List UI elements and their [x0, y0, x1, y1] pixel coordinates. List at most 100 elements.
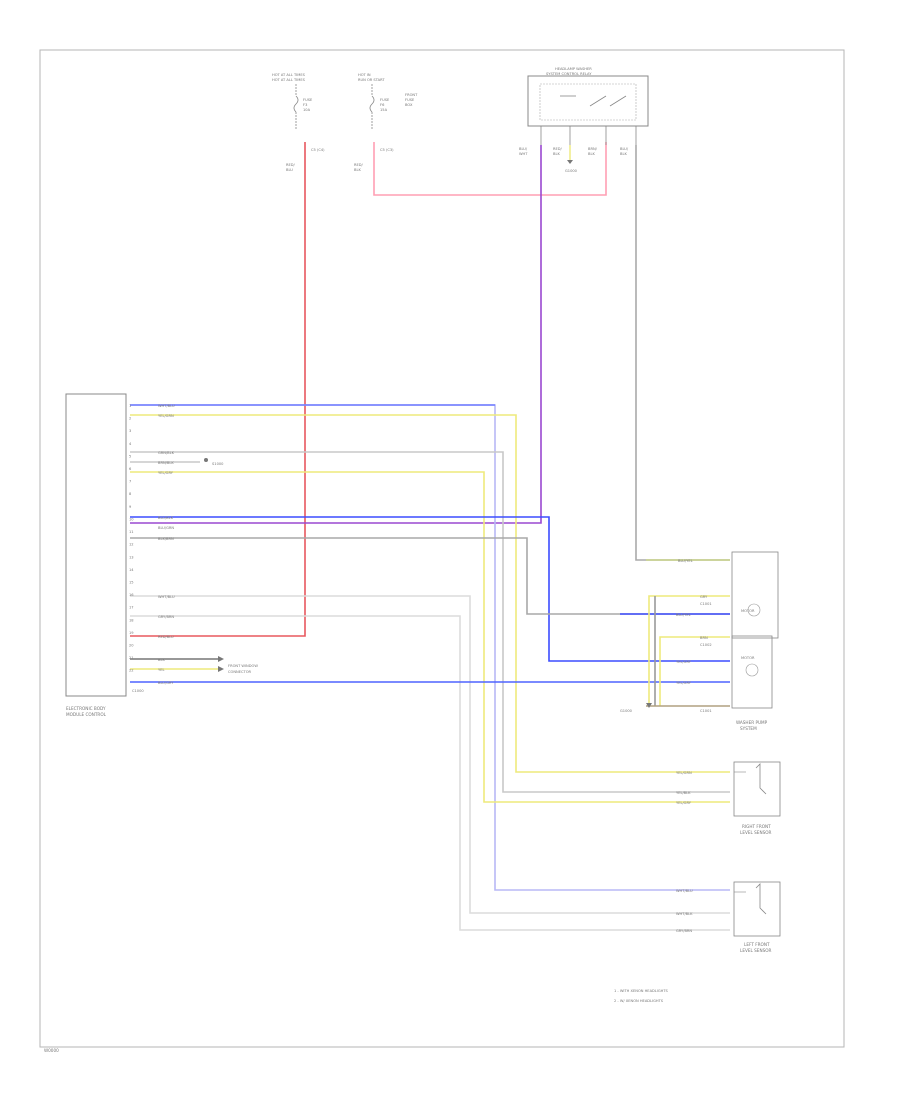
mod-wire-11: RED/BLU: [158, 635, 174, 639]
module-pin-number: 18: [129, 618, 134, 622]
washer-wire-1: BLU/YEL: [678, 559, 693, 563]
mod-wire-6: BLU/BLK: [158, 516, 174, 520]
washer-conn-2: C1002: [700, 643, 712, 647]
mod-wire-8: BLK/BRN: [158, 537, 174, 541]
conn-left: C5 (C4): [311, 148, 325, 152]
fuse-left-name: FUSE: [303, 98, 313, 102]
wire-yel-gry: [130, 471, 730, 803]
wire-red-blu: [130, 142, 306, 637]
relay-wire-1a: BLU/: [519, 147, 528, 151]
fuse-left-amp: 10A: [303, 108, 311, 112]
relay-ground: G1000: [565, 169, 578, 173]
module-name-2: MODULE CONTROL: [66, 712, 107, 717]
ls-wire-2: WHT/BLK: [676, 912, 693, 916]
module-pin-number: 13: [129, 555, 134, 559]
module-pin-number: 12: [129, 543, 134, 547]
hot-right-line2: RUN OR START: [358, 78, 385, 82]
wire-wht-blu-2: [130, 595, 730, 914]
mod-wire-9: WHT/BLU: [158, 595, 175, 599]
mod-wire-1: WHT/BLU: [158, 404, 175, 408]
module-pin-number: 20: [129, 644, 134, 648]
washer-wire-3: BLU/YEL: [676, 613, 691, 617]
module-bottom-conn: C1000: [132, 689, 144, 693]
rs-wire-3: YEL/GRY: [676, 801, 692, 805]
wire-right-color1: RED/: [354, 163, 364, 167]
fuse-right-amp: 15A: [380, 108, 388, 112]
relay-wire-4a: BLU/: [620, 147, 629, 151]
module-pin-number: 4: [129, 442, 132, 446]
washer-wire-yellow-2: [659, 636, 730, 706]
wire-left-color1: RED/: [286, 163, 296, 167]
rs-wire-1: YEL/GRN: [676, 771, 692, 775]
washer-motor-2: MOTOR: [741, 656, 755, 660]
splice-label: S1000: [212, 462, 224, 466]
washer-wire-6: YEL/GRY: [676, 681, 692, 685]
wire-blu-blk-relay: [635, 145, 730, 561]
relay-wire-3a: BRN/: [588, 147, 598, 151]
relay-title-2: SYSTEM CONTROL RELAY: [546, 72, 592, 76]
module-pin-number: 22: [129, 669, 134, 673]
wire-blk-brn: [130, 537, 730, 615]
fuse-box-line3: BOX: [405, 103, 413, 107]
footer-code: W0000: [44, 1048, 59, 1053]
splice-dot: [204, 458, 208, 462]
washer-wire-5: YEL/GRY: [676, 660, 692, 664]
relay-wire-3b: BLK: [588, 152, 595, 156]
fuse-box-line1: FRONT: [405, 93, 418, 97]
mod-wire-5: YEL/GRY: [158, 471, 174, 475]
relay-wire-2a: RED/: [553, 147, 563, 151]
washer-ground: G1000: [620, 709, 633, 713]
wire-gry-brn: [130, 615, 730, 931]
washer-title-1: WASHER PUMP: [736, 720, 768, 725]
wire-blu-blk: [130, 516, 730, 662]
module-pin-number: 7: [129, 480, 131, 484]
headlamp-washer-relay: HEADLAMP WASHER SYSTEM CONTROL RELAY BLU…: [519, 67, 649, 173]
module-pin-number: 8: [129, 492, 132, 496]
mod-wire-14: BLU/GRY: [158, 681, 174, 685]
page-frame: [39, 49, 845, 1048]
module-pin-number: 15: [129, 581, 134, 585]
washer-wire-yellow-1: [648, 595, 730, 706]
wire-red-blk: [373, 142, 607, 196]
fuse-box-line2: FUSE: [405, 98, 415, 102]
mod-wire-4: BRN/BLK: [158, 461, 174, 465]
fuse-right: HOT IN RUN OR START FUSE F6 15A FRONT FU…: [354, 73, 418, 172]
washer-title-2: SYSTEM: [740, 726, 757, 731]
module-pin-number: 1: [129, 404, 131, 408]
conn-right: C5 (C3): [380, 148, 394, 152]
hot-left-line2: HOT AT ALL TIMES: [272, 78, 306, 82]
rs-wire-2: YEL/BLK: [676, 791, 691, 795]
module-pin-number: 14: [129, 568, 134, 572]
fuse-right-name: FUSE: [380, 98, 390, 102]
module-pin-number: 17: [129, 606, 134, 610]
mod-wire-2: YEL/GRN: [158, 414, 174, 418]
ls-wire-3: GRY/BRN: [676, 929, 692, 933]
module-pin-number: 11: [129, 530, 134, 534]
washer-wire-4: BRN: [700, 636, 708, 640]
wire-wht-blu: [130, 404, 730, 891]
note-2: 2 - W/ XENON HEADLIGHTS: [614, 999, 664, 1003]
module-pin-number: 16: [129, 593, 134, 597]
module-pin-number: 10: [129, 518, 134, 522]
ls-title-2: LEVEL SENSOR: [740, 948, 772, 953]
washer-wire-2: GRY: [700, 595, 708, 599]
vehicle-label-2: CONNECTOR: [228, 670, 252, 674]
rs-title-1: RIGHT FRONT: [742, 824, 771, 829]
module-name-1: ELECTRONIC BODY: [66, 706, 106, 711]
module-pin-number: 5: [129, 454, 131, 458]
mod-wire-13: YEL: [158, 668, 164, 672]
wire-right-color2: BLK: [354, 168, 361, 172]
wire-left-color2: BLU: [286, 168, 293, 172]
wire-blu-wht: [130, 145, 542, 524]
module-pin-number: 19: [129, 631, 134, 635]
module-pin-number: 3: [129, 429, 131, 433]
fuse-right-num: F6: [380, 103, 385, 107]
fuse-left-num: F3: [303, 103, 307, 107]
hot-right-line1: HOT IN: [358, 73, 371, 77]
mod-wire-3: GRN/BLK: [158, 451, 175, 455]
wire-grn-blk: [130, 451, 730, 793]
relay-title-1: HEADLAMP WASHER: [555, 67, 592, 71]
